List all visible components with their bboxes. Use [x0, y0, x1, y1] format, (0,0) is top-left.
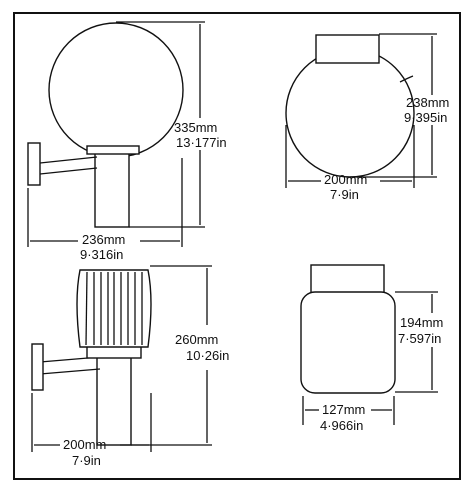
arm-bottom [39, 368, 101, 375]
ribbed-wall-light-dimensions [31, 265, 212, 452]
globe-wall-light-width-in: 9·316in [80, 247, 123, 262]
post-body [96, 354, 132, 446]
wall-plate [31, 343, 44, 391]
cylinder-shade-body [300, 291, 396, 394]
globe-wall-light-dimensions [27, 21, 205, 247]
ribbed-wall-light-height-mm: 260mm [175, 332, 218, 347]
post-body [94, 149, 130, 228]
globe-shade-body [285, 48, 415, 178]
ribbed-wall-light-width-in: 7·9in [72, 453, 101, 468]
globe-shade-height-mm: 238mm [406, 95, 449, 110]
cylinder-shade-dimensions [302, 291, 438, 425]
arm-top [39, 156, 98, 164]
shade-collar [86, 345, 142, 359]
globe-shade-outline [48, 22, 184, 158]
globe-wall-light-height-in: 13·177in [176, 135, 227, 150]
cylinder-shade-drawing [300, 264, 396, 394]
cylinder-shade-height-in: 7·597in [398, 331, 441, 346]
ribbed-wall-light-drawing [31, 269, 152, 446]
arm-bottom [39, 167, 98, 175]
globe-wall-light-height-mm: 335mm [174, 120, 217, 135]
globe-wall-light-width-mm: 236mm [82, 232, 125, 247]
gallery-ring [86, 145, 140, 155]
cylinder-shade-width-mm: 127mm [322, 402, 365, 417]
globe-shade-height-in: 9·395in [404, 110, 447, 125]
globe-shade-highlight [399, 75, 414, 83]
globe-wall-light-drawing [27, 22, 184, 228]
shade-ribs [85, 271, 143, 346]
sheet-frame [13, 12, 461, 480]
ribbed-wall-light-width-mm: 200mm [63, 437, 106, 452]
ribbed-wall-light-height-in: 10·26in [186, 348, 229, 363]
globe-shade-drawing [285, 34, 415, 178]
wall-plate [27, 142, 41, 186]
cylinder-shade-gallery [310, 264, 385, 296]
globe-shade-gallery [315, 34, 380, 64]
globe-shade-width-mm: 200mm [324, 172, 367, 187]
globe-shade-dimensions [285, 33, 437, 188]
cylinder-shade-height-mm: 194mm [400, 315, 443, 330]
globe-shade-width-in: 7·9in [330, 187, 359, 202]
cylinder-shade-width-in: 4·966in [320, 418, 363, 433]
